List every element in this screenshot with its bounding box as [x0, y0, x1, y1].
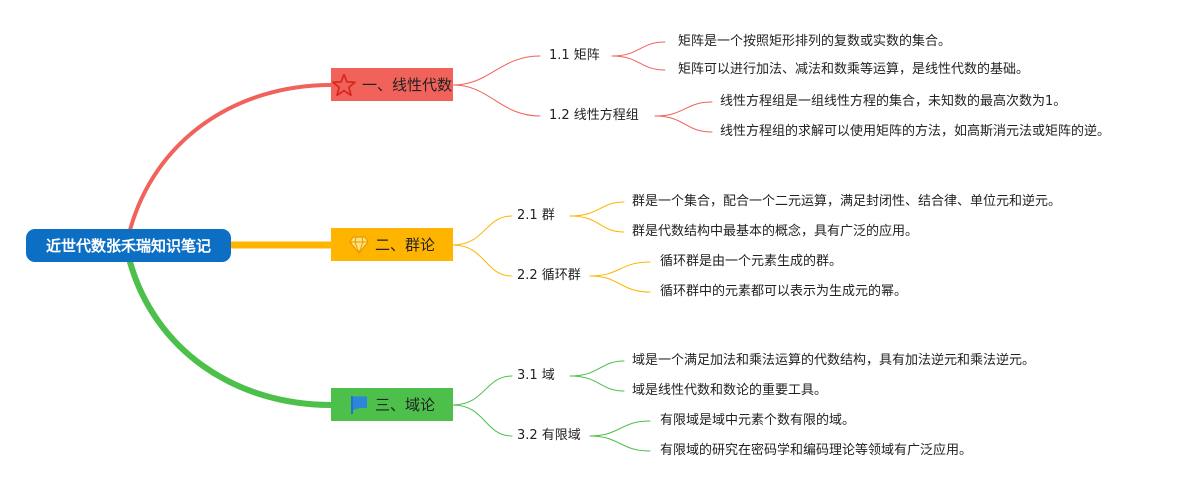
sub-link — [589, 435, 651, 452]
leaf-node[interactable]: 域是线性代数和数论的重要工具。 — [632, 383, 828, 398]
branch-link — [452, 84, 541, 117]
diamond-icon — [349, 235, 369, 254]
sub-link — [611, 55, 666, 71]
root-link-linear-algebra — [128, 83, 333, 232]
leaf-node[interactable]: 线性方程组的求解可以使用矩阵的方法，如高斯消元法或矩阵的逆。 — [720, 124, 1111, 139]
branch-node-field-theory[interactable]: 三、域论 — [331, 388, 453, 421]
root-node[interactable]: 近世代数张禾瑞知识笔记 — [26, 229, 231, 262]
sub-link — [589, 275, 651, 293]
branch-node-group-theory[interactable]: 二、群论 — [331, 228, 453, 261]
branch-label: 一、线性代数 — [361, 76, 452, 94]
sub-link — [569, 375, 625, 392]
branch-node-linear-algebra[interactable]: 一、线性代数 — [331, 68, 453, 101]
sub-link — [589, 420, 651, 437]
sub-link — [589, 261, 651, 277]
flag-icon — [349, 395, 369, 415]
sub-link — [569, 201, 625, 217]
branch-label: 三、域论 — [374, 396, 435, 414]
sub-node-group[interactable]: 2.1 群 — [517, 208, 555, 223]
branch-link — [452, 55, 541, 86]
sub-node-matrix[interactable]: 1.1 矩阵 — [549, 48, 600, 63]
leaf-node[interactable]: 域是一个满足加法和乘法运算的代数结构，具有加法逆元和乘法逆元。 — [632, 353, 1036, 368]
leaf-node[interactable]: 矩阵是一个按照矩形排列的复数或实数的集合。 — [678, 34, 952, 49]
sub-node-field[interactable]: 3.1 域 — [517, 368, 555, 383]
leaf-node[interactable]: 群是一个集合，配合一个二元运算，满足封闭性、结合律、单位元和逆元。 — [632, 194, 1062, 209]
leaf-node[interactable]: 循环群中的元素都可以表示为生成元的幂。 — [660, 284, 908, 299]
leaf-node[interactable]: 线性方程组是一组线性方程的集合，未知数的最高次数为1。 — [720, 94, 1067, 109]
sub-link — [569, 215, 625, 233]
sub-link — [654, 101, 713, 117]
star-icon — [332, 73, 356, 97]
branch-link — [452, 215, 513, 246]
sub-link — [611, 41, 666, 57]
leaf-node[interactable]: 有限域的研究在密码学和编码理论等领域有广泛应用。 — [660, 443, 973, 458]
sub-node-finite-field[interactable]: 3.2 有限域 — [517, 428, 581, 443]
sub-node-linear-equations[interactable]: 1.2 线性方程组 — [549, 108, 639, 123]
leaf-node[interactable]: 循环群是由一个元素生成的群。 — [660, 254, 843, 269]
leaf-node[interactable]: 群是代数结构中最基本的概念，具有广泛的应用。 — [632, 224, 919, 239]
root-link-field-theory — [127, 259, 334, 408]
sub-node-cyclic-group[interactable]: 2.2 循环群 — [517, 268, 581, 283]
sub-link — [569, 360, 625, 377]
branch-link — [452, 404, 513, 437]
branch-label: 二、群论 — [374, 236, 435, 254]
root-label: 近世代数张禾瑞知识笔记 — [45, 237, 211, 255]
leaf-node[interactable]: 矩阵可以进行加法、减法和数乘等运算，是线性代数的基础。 — [678, 62, 1030, 77]
branch-link — [452, 375, 513, 406]
leaf-node[interactable]: 有限域是域中元素个数有限的域。 — [660, 413, 856, 428]
branch-link — [452, 244, 513, 277]
sub-link — [654, 115, 713, 133]
